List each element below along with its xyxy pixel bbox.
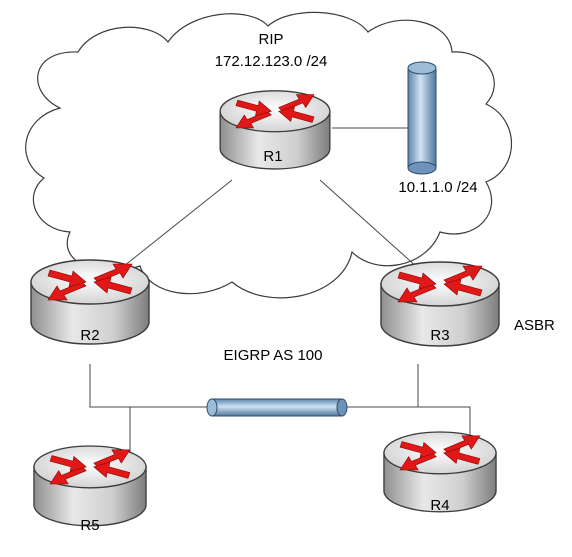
router-label-r4: R4 <box>430 497 449 514</box>
link-r1-r3 <box>319 179 419 269</box>
cloud-protocol-label: RIP <box>258 31 283 48</box>
link-r1-r2 <box>123 179 233 267</box>
link-r3-segment <box>342 364 419 408</box>
lan-network-label: 10.1.1.0 /24 <box>398 179 477 196</box>
links <box>89 127 471 452</box>
router-label-r1: R1 <box>263 148 282 165</box>
link-r4-segment <box>418 406 471 438</box>
router-r5[interactable] <box>33 445 147 527</box>
router-icon <box>33 445 147 527</box>
router-role-r3: ASBR <box>514 317 555 334</box>
router-label-r5: R5 <box>80 517 99 534</box>
ethernet-segment-icon <box>206 398 348 417</box>
router-label-r3: R3 <box>430 327 449 344</box>
link-r2-segment <box>89 364 210 408</box>
cloud-network-label: 172.12.123.0 /24 <box>215 53 328 70</box>
lan-segment-icon <box>407 61 437 175</box>
router-label-r2: R2 <box>80 327 99 344</box>
eigrp-label: EIGRP AS 100 <box>224 347 323 364</box>
